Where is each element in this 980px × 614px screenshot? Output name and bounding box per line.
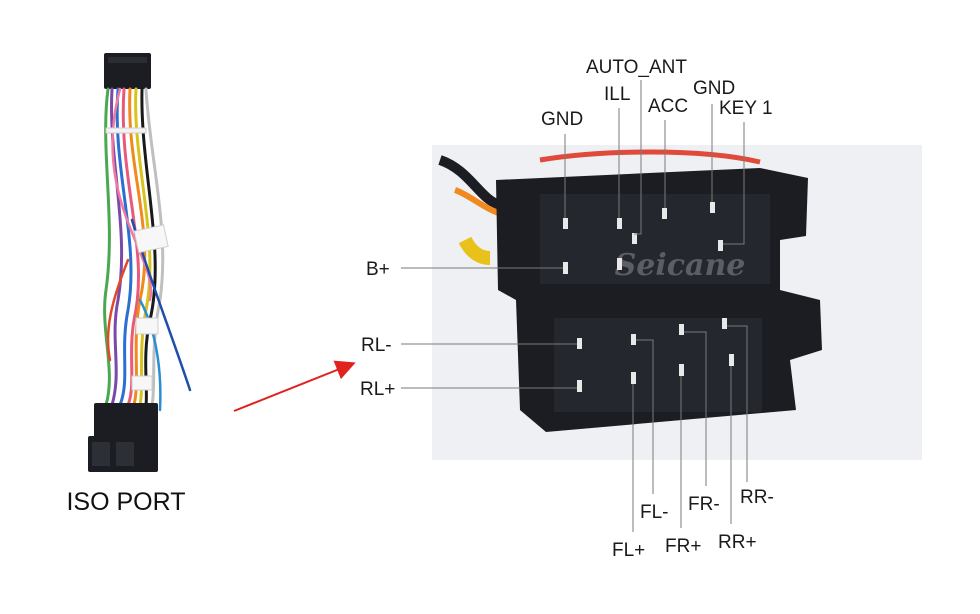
red-arrow — [233, 360, 356, 412]
pin-labels: AUTO_ANT ILL GND ACC GND KEY 1 B+ RL- RL… — [360, 57, 774, 561]
label-gnd-top: GND — [693, 78, 735, 99]
pin-rl-plus — [577, 380, 582, 392]
seicane-watermark: Seicane — [615, 248, 746, 283]
label-key1: KEY 1 — [719, 98, 773, 119]
label-gnd-left: GND — [541, 109, 583, 130]
label-b-plus: B+ — [366, 259, 390, 280]
pin-gnd-right — [710, 202, 715, 213]
pin-fr-plus — [679, 364, 684, 376]
label-fr-plus: FR+ — [665, 536, 701, 557]
label-fl-minus: FL- — [640, 502, 669, 523]
pin-fl-minus — [631, 334, 636, 345]
pin-rr-minus — [722, 318, 727, 329]
label-fl-plus: FL+ — [612, 540, 645, 561]
pin-ill — [617, 218, 622, 229]
pin-key1 — [718, 240, 723, 251]
leader-lines — [401, 80, 748, 532]
harness-tag-label — [133, 224, 169, 254]
harness-cable-tie — [105, 127, 147, 134]
pin-rr-plus — [729, 354, 734, 366]
iso-harness-illustration: ISO PORT — [66, 53, 192, 516]
lower-pin-block — [554, 318, 762, 412]
label-rr-minus: RR- — [740, 487, 774, 508]
label-ill: ILL — [604, 84, 630, 105]
upper-pin-block — [540, 194, 770, 284]
pin-fl-plus — [631, 372, 636, 384]
label-acc: ACC — [648, 96, 688, 117]
label-rr-plus: RR+ — [718, 532, 757, 553]
pins-lower — [577, 318, 734, 392]
label-auto-ant: AUTO_ANT — [586, 57, 687, 78]
iso-port-caption: ISO PORT — [66, 488, 185, 516]
pin-rl-minus — [577, 338, 582, 349]
pin-acc — [662, 208, 667, 219]
connector-photo: Seicane — [432, 145, 922, 460]
label-fr-minus: FR- — [688, 494, 720, 515]
pin-fr-minus — [679, 324, 684, 335]
pin-gnd-top-left — [563, 218, 568, 229]
label-rl-minus: RL- — [361, 335, 392, 356]
pin-auto-ant — [632, 233, 637, 244]
label-rl-plus: RL+ — [360, 379, 395, 400]
pin-b-plus — [563, 262, 568, 274]
harness-iso-plug — [94, 403, 158, 441]
pins-upper — [563, 202, 723, 274]
